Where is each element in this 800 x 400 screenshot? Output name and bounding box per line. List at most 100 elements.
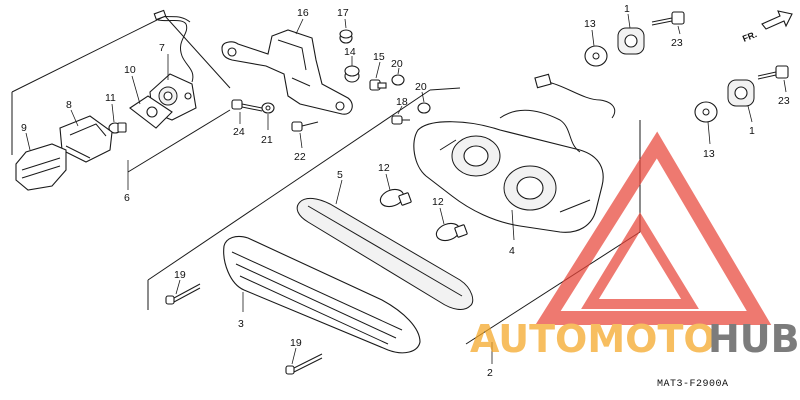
leader-13b <box>707 121 711 145</box>
frame-bottom-right <box>465 231 641 345</box>
gasket-part-5 <box>296 197 474 310</box>
leader-13a <box>591 29 595 47</box>
part-label-21: 21 <box>261 134 273 146</box>
collar-part-14 <box>344 65 360 83</box>
part-label-9: 9 <box>21 122 27 134</box>
bracket-body <box>221 29 353 115</box>
rubber-mount-part-1b <box>727 79 755 107</box>
part-label-13b: 13 <box>703 148 715 160</box>
lens-body <box>223 235 421 354</box>
leader-22 <box>299 132 303 149</box>
part-label-13a: 13 <box>584 18 596 30</box>
part-label-6: 6 <box>124 192 130 204</box>
assembly-frame-bottom <box>127 109 231 173</box>
housing-socket-right-inner <box>516 176 544 200</box>
leader-9 <box>25 132 31 151</box>
part-label-15: 15 <box>373 51 385 63</box>
screw-part-19b <box>285 353 323 375</box>
part-label-19a: 19 <box>174 269 186 281</box>
part-label-2: 2 <box>487 367 493 379</box>
gasket-part-10 <box>129 95 173 129</box>
bolt-part-24 <box>231 99 263 112</box>
front-direction-indicator: FR. <box>741 10 793 44</box>
leader-11 <box>111 103 115 123</box>
bulb-part-11 <box>108 122 127 134</box>
part-label-10: 10 <box>124 64 136 76</box>
bolt-part-15 <box>369 79 387 91</box>
wire-connector <box>153 9 167 21</box>
grommet-part-17 <box>339 29 353 44</box>
part-label-18: 18 <box>396 96 408 108</box>
bracket-hole-1 <box>227 47 237 57</box>
part-label-12a: 12 <box>378 162 390 174</box>
leader-15 <box>375 61 381 79</box>
housing-wiring <box>499 109 581 153</box>
leader-12a <box>385 173 391 191</box>
lens-line-1 <box>231 251 403 331</box>
part-label-22: 22 <box>294 151 306 163</box>
bracket-rib <box>277 39 307 71</box>
leader-20b <box>421 91 425 103</box>
wire-harness-2 <box>161 15 191 23</box>
grommet-part-20b <box>417 102 431 114</box>
base-part-8 <box>59 115 113 163</box>
gasket-strip <box>296 197 474 310</box>
bulb-part-12b <box>435 222 468 242</box>
housing-part-4 <box>413 73 616 233</box>
leader-12b <box>439 207 445 225</box>
part-label-24: 24 <box>233 126 245 138</box>
bolt-part-23a <box>651 11 685 26</box>
leader-10 <box>131 75 141 105</box>
leader-1b <box>747 105 753 123</box>
part-label-12b: 12 <box>432 196 444 208</box>
front-arrow-icon <box>761 10 793 30</box>
part-label-4: 4 <box>509 245 515 257</box>
leader-1a <box>627 13 631 29</box>
bracket-hole-2 <box>335 101 345 111</box>
part-label-17: 17 <box>337 7 349 19</box>
leader-17 <box>344 18 347 29</box>
diagram-code: MAT3-F2900A <box>657 379 729 390</box>
leader-23b <box>783 79 787 93</box>
part-label-20a: 20 <box>391 58 403 70</box>
part-label-1b: 1 <box>749 125 755 137</box>
bolt-part-23b <box>757 65 789 80</box>
assembly-frame-top <box>11 15 231 93</box>
frame-top-left <box>147 89 431 281</box>
watermark-logo: AUTOMOTO HUB <box>470 131 800 361</box>
part-label-3: 3 <box>238 318 244 330</box>
washer-part-13a <box>584 45 608 67</box>
part-label-23b: 23 <box>778 95 790 107</box>
part-label-19b: 19 <box>290 337 302 349</box>
watermark-brand-dark: HUB <box>708 317 800 361</box>
front-direction-label: FR. <box>741 29 758 44</box>
lens-line-3 <box>239 275 389 345</box>
housing-socket-left-inner <box>463 145 489 167</box>
leader-19a <box>175 279 181 295</box>
washer-part-13b <box>694 101 718 123</box>
part-label-11: 11 <box>105 92 116 104</box>
part-label-16: 16 <box>297 7 309 19</box>
screw-part-19a <box>165 283 201 305</box>
leader-8 <box>70 109 79 127</box>
part-label-8: 8 <box>66 99 72 111</box>
housing-lead <box>547 81 616 119</box>
license-light-assembly: 7 10 11 8 9 6 <box>11 9 231 204</box>
logo-triangle-outer <box>535 131 772 325</box>
wire-harness <box>157 19 194 83</box>
leader-4 <box>511 209 515 241</box>
housing-detail <box>439 139 457 151</box>
part-label-5: 5 <box>337 169 343 181</box>
bracket-part-16 <box>221 29 353 115</box>
bolt-part-22 <box>291 121 319 132</box>
part-label-7: 7 <box>159 42 165 54</box>
leader-19b <box>291 347 297 365</box>
part-label-14: 14 <box>344 46 356 58</box>
lens-part-9 <box>15 143 67 191</box>
logo-triangle-inner <box>581 212 699 309</box>
leader-5 <box>335 179 343 205</box>
watermark-brand-orange: AUTOMOTO <box>470 317 716 361</box>
part-label-20b: 20 <box>415 81 427 93</box>
